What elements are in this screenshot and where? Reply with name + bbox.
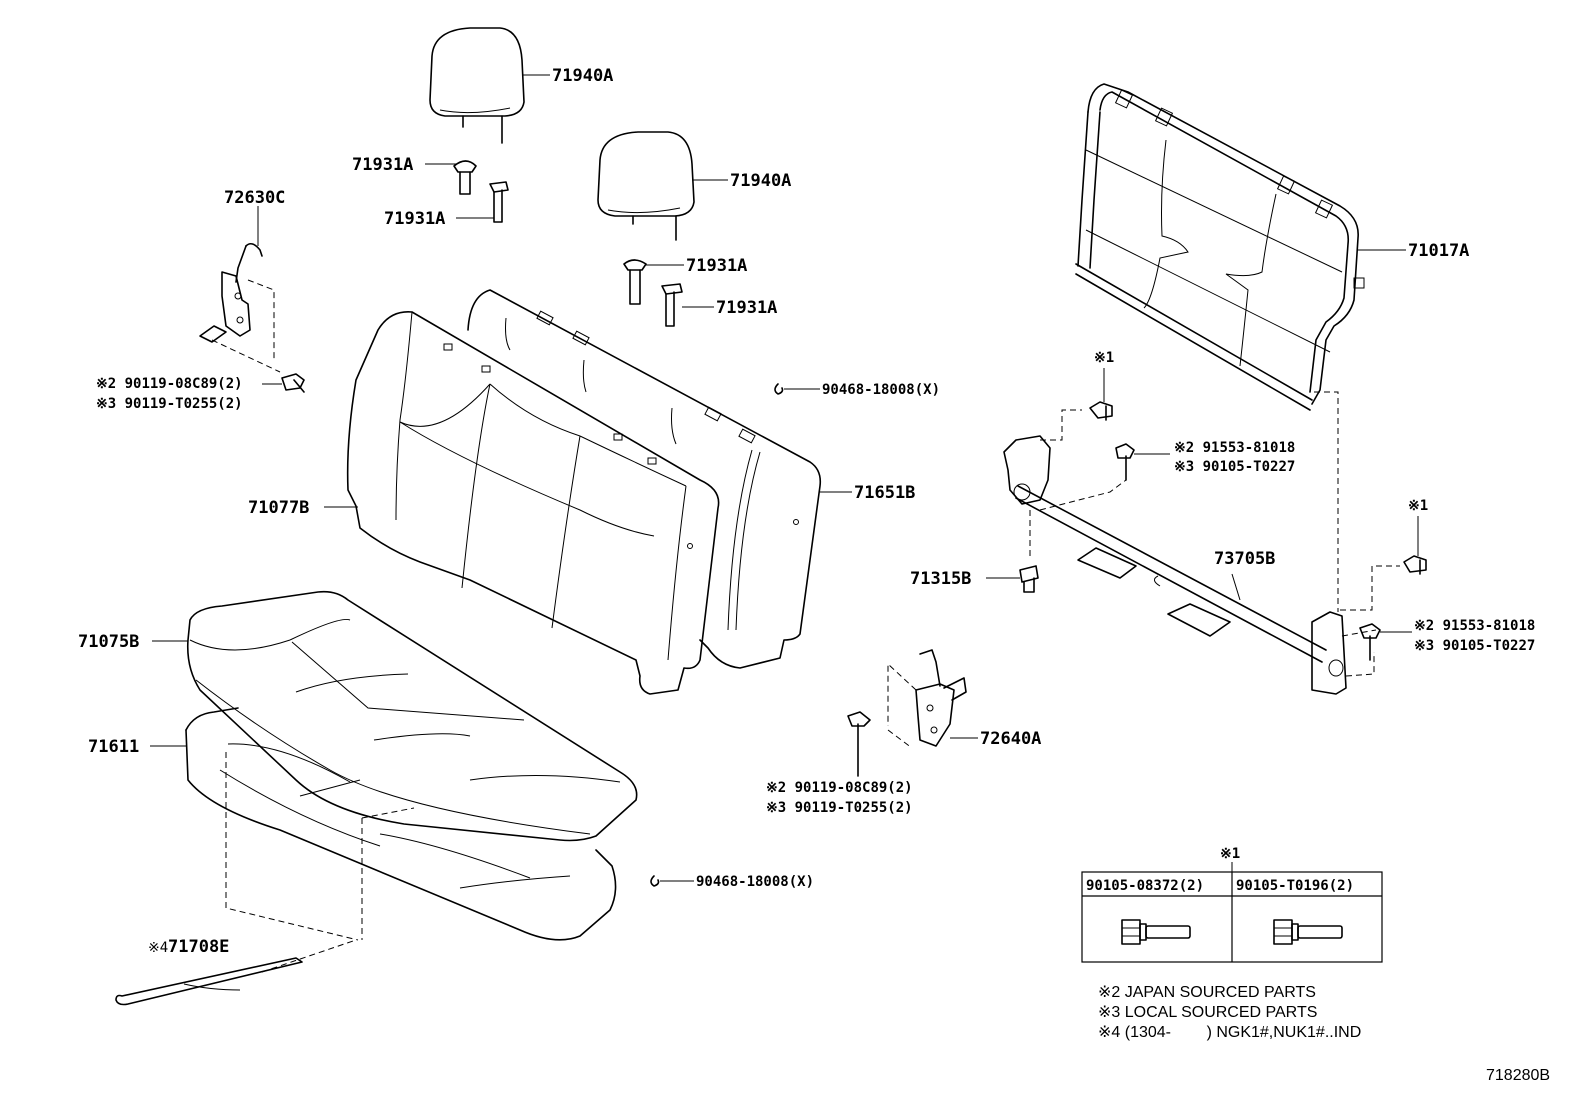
seat-back-assy[interactable] (467, 289, 852, 669)
label-bolt-center-a: ※2 90119-08C89(2) (766, 780, 913, 796)
support-2-icon[interactable] (456, 181, 509, 223)
bolt-mark1-right-icon[interactable] (1403, 555, 1427, 575)
label-hog-ring-lower: 90468-18008(X) (696, 874, 814, 890)
headrest-lower[interactable] (597, 131, 728, 241)
label-bolt-frame-a: ※2 91553-81018 (1174, 440, 1295, 456)
support-1-icon[interactable] (425, 160, 477, 195)
label-mark1-upper: ※1 (1094, 350, 1114, 366)
bushing-icon[interactable] (986, 565, 1039, 593)
diagram-id: 718280B (1486, 1067, 1550, 1084)
hog-ring-upper-icon[interactable] (774, 383, 820, 395)
bolt-flange-icon-2 (1273, 919, 1343, 945)
bolt-flange-icon-1 (1121, 919, 1191, 945)
label-wire: 71708E (168, 937, 229, 957)
label-support-3: 71931A (686, 256, 747, 276)
label-cushion-pad: 71611 (88, 737, 139, 757)
label-support-4: 71931A (716, 298, 777, 318)
hinge-right[interactable] (887, 649, 978, 749)
label-bolt-right-a: ※2 91553-81018 (1414, 618, 1535, 634)
label-hog-ring-upper: 90468-18008(X) (822, 382, 940, 398)
bolt-right-icon[interactable] (1359, 623, 1412, 661)
table-col1: 90105-08372(2) (1086, 878, 1204, 894)
bolt-left-icon[interactable] (262, 373, 305, 393)
label-frame: 71017A (1408, 241, 1469, 261)
hinge-left[interactable] (199, 206, 281, 373)
label-hinge-left: 72630C (224, 188, 285, 208)
label-bushing: 71315B (910, 569, 971, 589)
support-4-icon[interactable] (661, 283, 714, 327)
label-hinge-right: 72640A (980, 729, 1041, 749)
seat-back-cover[interactable] (324, 311, 799, 695)
label-bolt-right-b: ※3 90105-T0227 (1414, 638, 1535, 654)
seat-cushion-cover[interactable] (152, 590, 638, 842)
bolt-center-icon[interactable] (847, 711, 871, 777)
note-japan: ※2 JAPAN SOURCED PARTS (1098, 984, 1316, 1001)
label-bolt-frame-b: ※3 90105-T0227 (1174, 459, 1295, 475)
support-3-icon[interactable] (623, 259, 684, 305)
table-col2: 90105-T0196(2) (1236, 878, 1354, 894)
headrest-upper[interactable] (429, 27, 550, 144)
label-cushion-cover: 71075B (78, 632, 139, 652)
label-support-2: 71931A (384, 209, 445, 229)
label-mark1-right: ※1 (1408, 498, 1428, 514)
label-headrest-lower: 71940A (730, 171, 791, 191)
label-bolt-left-a: ※2 90119-08C89(2) (96, 376, 243, 392)
label-bolt-center-b: ※3 90119-T0255(2) (766, 800, 913, 816)
seat-frame[interactable] (1075, 83, 1406, 411)
label-back-assy: 71651B (854, 483, 915, 503)
bolt-table: ※1 90105-08372(2) 90105-T0196(2) (1081, 846, 1383, 963)
note-local: ※3 LOCAL SOURCED PARTS (1098, 1004, 1317, 1021)
rod-assy[interactable] (1003, 409, 1400, 695)
label-support-1: 71931A (352, 155, 413, 175)
label-wire-prefix: ※4 (148, 940, 168, 956)
hog-ring-lower-icon[interactable] (650, 875, 694, 887)
label-rod: 73705B (1214, 549, 1275, 569)
label-bolt-left-b: ※3 90119-T0255(2) (96, 396, 243, 412)
wire-icon[interactable] (115, 957, 303, 1006)
seat-cushion-pad[interactable] (150, 707, 617, 941)
bolt-frame-icon[interactable] (1115, 443, 1170, 481)
label-back-cover: 71077B (248, 498, 309, 518)
bolt-mark1-upper-icon[interactable] (1089, 401, 1113, 421)
label-headrest-upper: 71940A (552, 66, 613, 86)
note-range: ※4 (1304- ) NGK1#,NUK1#..IND (1098, 1024, 1361, 1041)
table-mark: ※1 (1220, 846, 1240, 862)
